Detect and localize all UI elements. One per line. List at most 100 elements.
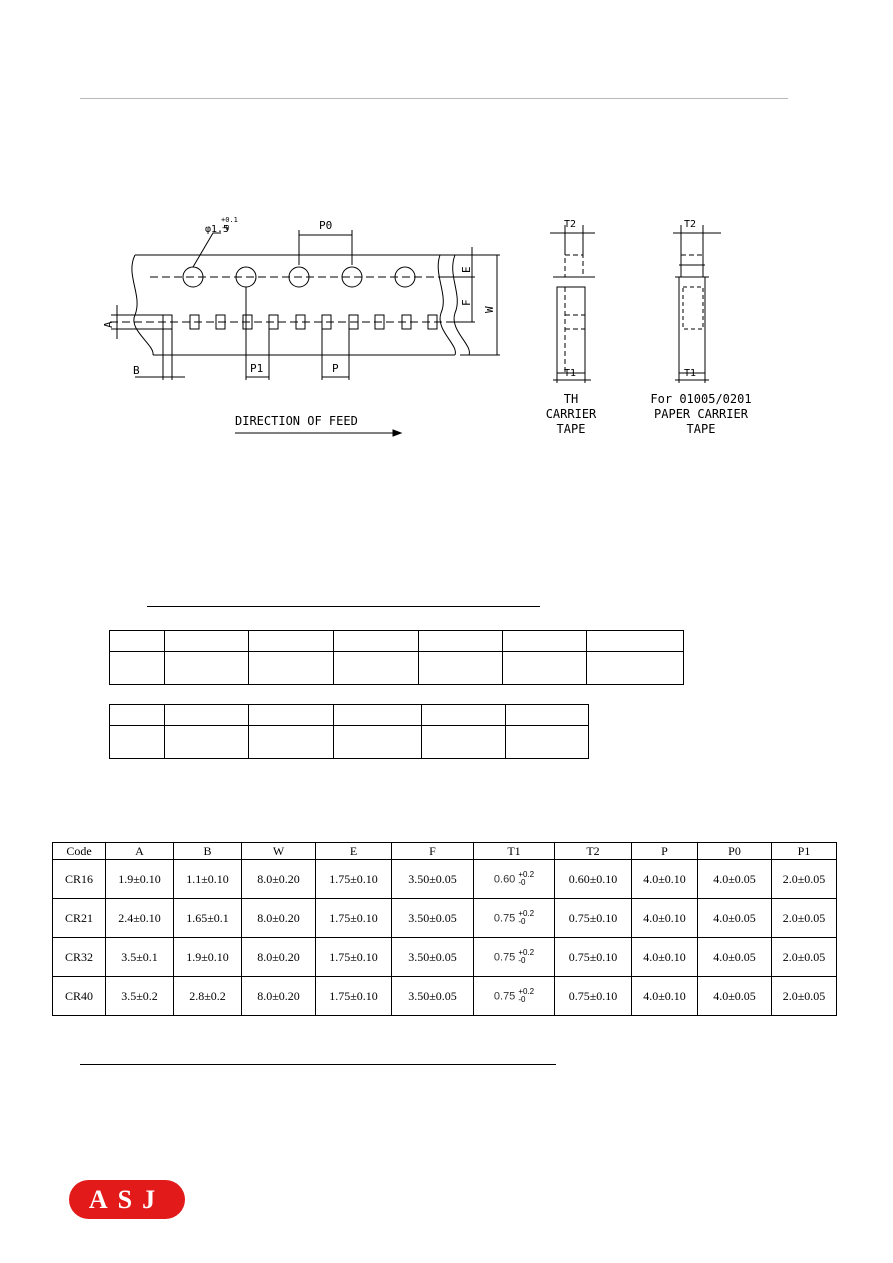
code-cell: CR32 bbox=[52, 937, 106, 977]
th-t1-label: T1 bbox=[564, 368, 576, 379]
t1-value: 0.60 bbox=[493, 873, 516, 886]
t1-tol-minus: -0 bbox=[518, 917, 526, 927]
p0-cell: 4.0±0.05 bbox=[697, 976, 772, 1016]
t1-tol-minus: -0 bbox=[518, 956, 526, 966]
table-header-row: Code A B W E F T1 T2 P P0 P1 bbox=[52, 842, 837, 860]
label-w: W bbox=[483, 306, 496, 313]
label-e: E bbox=[460, 266, 473, 273]
b-cell: 1.1±0.10 bbox=[173, 859, 242, 899]
th-caption-line3: TAPE bbox=[557, 422, 586, 436]
e-cell: 1.75±0.10 bbox=[315, 976, 392, 1016]
p0-cell: 4.0±0.05 bbox=[697, 937, 772, 977]
t2-cell: 0.75±0.10 bbox=[554, 937, 632, 977]
col-header: W bbox=[241, 842, 316, 860]
table-row: CR40 3.5±0.2 2.8±0.2 8.0±0.20 1.75±0.10 … bbox=[52, 976, 837, 1016]
col-header: A bbox=[105, 842, 174, 860]
b-cell: 2.8±0.2 bbox=[173, 976, 242, 1016]
t1-tol-minus: -0 bbox=[518, 878, 526, 888]
e-cell: 1.75±0.10 bbox=[315, 859, 392, 899]
paper-caption-line1: For 01005/0201 bbox=[650, 392, 751, 406]
w-cell: 8.0±0.20 bbox=[241, 937, 316, 977]
col-header: B bbox=[173, 842, 242, 860]
asj-logo: ASJ bbox=[69, 1180, 185, 1219]
paper-caption-line2: PAPER CARRIER bbox=[654, 407, 749, 421]
code-cell: CR40 bbox=[52, 976, 106, 1016]
table-row: CR21 2.4±0.10 1.65±0.1 8.0±0.20 1.75±0.1… bbox=[52, 898, 837, 938]
col-header: F bbox=[391, 842, 474, 860]
paper-caption-line3: TAPE bbox=[687, 422, 716, 436]
a-cell: 3.5±0.2 bbox=[105, 976, 174, 1016]
w-cell: 8.0±0.20 bbox=[241, 976, 316, 1016]
code-cell: CR21 bbox=[52, 898, 106, 938]
p1-cell: 2.0±0.05 bbox=[771, 859, 837, 899]
th-t2-label: T2 bbox=[564, 219, 576, 230]
b-cell: 1.65±0.1 bbox=[173, 898, 242, 938]
hole-diameter-label: φ1.5 bbox=[205, 224, 229, 235]
col-header: P0 bbox=[697, 842, 772, 860]
p-cell: 4.0±0.10 bbox=[631, 937, 698, 977]
hole-tol-minus: -0 bbox=[221, 224, 229, 232]
t1-cell: 0.75+0.2-0 bbox=[473, 976, 555, 1016]
p1-cell: 2.0±0.05 bbox=[771, 976, 837, 1016]
col-header: E bbox=[315, 842, 392, 860]
w-cell: 8.0±0.20 bbox=[241, 859, 316, 899]
b-cell: 1.9±0.10 bbox=[173, 937, 242, 977]
p1-cell: 2.0±0.05 bbox=[771, 937, 837, 977]
t1-tol-minus: -0 bbox=[518, 995, 526, 1005]
label-p0: P0 bbox=[319, 219, 332, 232]
f-cell: 3.50±0.05 bbox=[391, 859, 474, 899]
label-p1: P1 bbox=[250, 362, 263, 375]
t1-tol-plus: +0.2 bbox=[518, 909, 535, 919]
p0-cell: 4.0±0.05 bbox=[697, 898, 772, 938]
table-row: CR16 1.9±0.10 1.1±0.10 8.0±0.20 1.75±0.1… bbox=[52, 859, 837, 899]
p-cell: 4.0±0.10 bbox=[631, 898, 698, 938]
t1-cell: 0.75+0.2-0 bbox=[473, 937, 555, 977]
label-f: F bbox=[460, 299, 473, 306]
f-cell: 3.50±0.05 bbox=[391, 976, 474, 1016]
f-cell: 3.50±0.05 bbox=[391, 937, 474, 977]
paper-t2-label: T2 bbox=[684, 219, 696, 230]
col-header: P bbox=[631, 842, 698, 860]
t1-value: 0.75 bbox=[493, 912, 516, 925]
col-header: T2 bbox=[554, 842, 632, 860]
a-cell: 3.5±0.1 bbox=[105, 937, 174, 977]
top-rule bbox=[80, 98, 788, 99]
a-cell: 2.4±0.10 bbox=[105, 898, 174, 938]
t1-value: 0.75 bbox=[493, 990, 516, 1003]
section-underline bbox=[147, 606, 540, 607]
t2-cell: 0.60±0.10 bbox=[554, 859, 632, 899]
p1-cell: 2.0±0.05 bbox=[771, 898, 837, 938]
col-header: T1 bbox=[473, 842, 555, 860]
t2-cell: 0.75±0.10 bbox=[554, 976, 632, 1016]
col-header: P1 bbox=[771, 842, 837, 860]
t2-cell: 0.75±0.10 bbox=[554, 898, 632, 938]
t1-value: 0.75 bbox=[493, 951, 516, 964]
tape-dimension-table: Code A B W E F T1 T2 P P0 P1 CR16 1.9±0.… bbox=[52, 842, 837, 1016]
t1-tol-plus: +0.2 bbox=[518, 948, 535, 958]
section-underline-2 bbox=[80, 1064, 556, 1065]
t1-tol-plus: +0.2 bbox=[518, 870, 535, 880]
a-cell: 1.9±0.10 bbox=[105, 859, 174, 899]
code-cell: CR16 bbox=[52, 859, 106, 899]
t1-cell: 0.75+0.2-0 bbox=[473, 898, 555, 938]
paper-t1-label: T1 bbox=[684, 368, 696, 379]
th-caption-line1: TH bbox=[564, 392, 578, 406]
th-caption-line2: CARRIER bbox=[546, 407, 597, 421]
col-header: Code bbox=[52, 842, 106, 860]
w-cell: 8.0±0.20 bbox=[241, 898, 316, 938]
p0-cell: 4.0±0.05 bbox=[697, 859, 772, 899]
blank-table-1 bbox=[109, 630, 684, 685]
label-a: A bbox=[102, 321, 115, 328]
p-cell: 4.0±0.10 bbox=[631, 859, 698, 899]
carrier-tape-drawing: φ1.5 +0.1 -0 P0 P1 P B A E F W DIRECTION… bbox=[102, 216, 752, 437]
t1-cell: 0.60+0.2-0 bbox=[473, 859, 555, 899]
table-row: CR32 3.5±0.1 1.9±0.10 8.0±0.20 1.75±0.10… bbox=[52, 937, 837, 977]
p-cell: 4.0±0.10 bbox=[631, 976, 698, 1016]
blank-table-2 bbox=[109, 704, 589, 759]
e-cell: 1.75±0.10 bbox=[315, 898, 392, 938]
t1-tol-plus: +0.2 bbox=[518, 987, 535, 997]
e-cell: 1.75±0.10 bbox=[315, 937, 392, 977]
hole-tol-plus: +0.1 bbox=[221, 216, 238, 224]
label-p: P bbox=[332, 362, 339, 375]
f-cell: 3.50±0.05 bbox=[391, 898, 474, 938]
